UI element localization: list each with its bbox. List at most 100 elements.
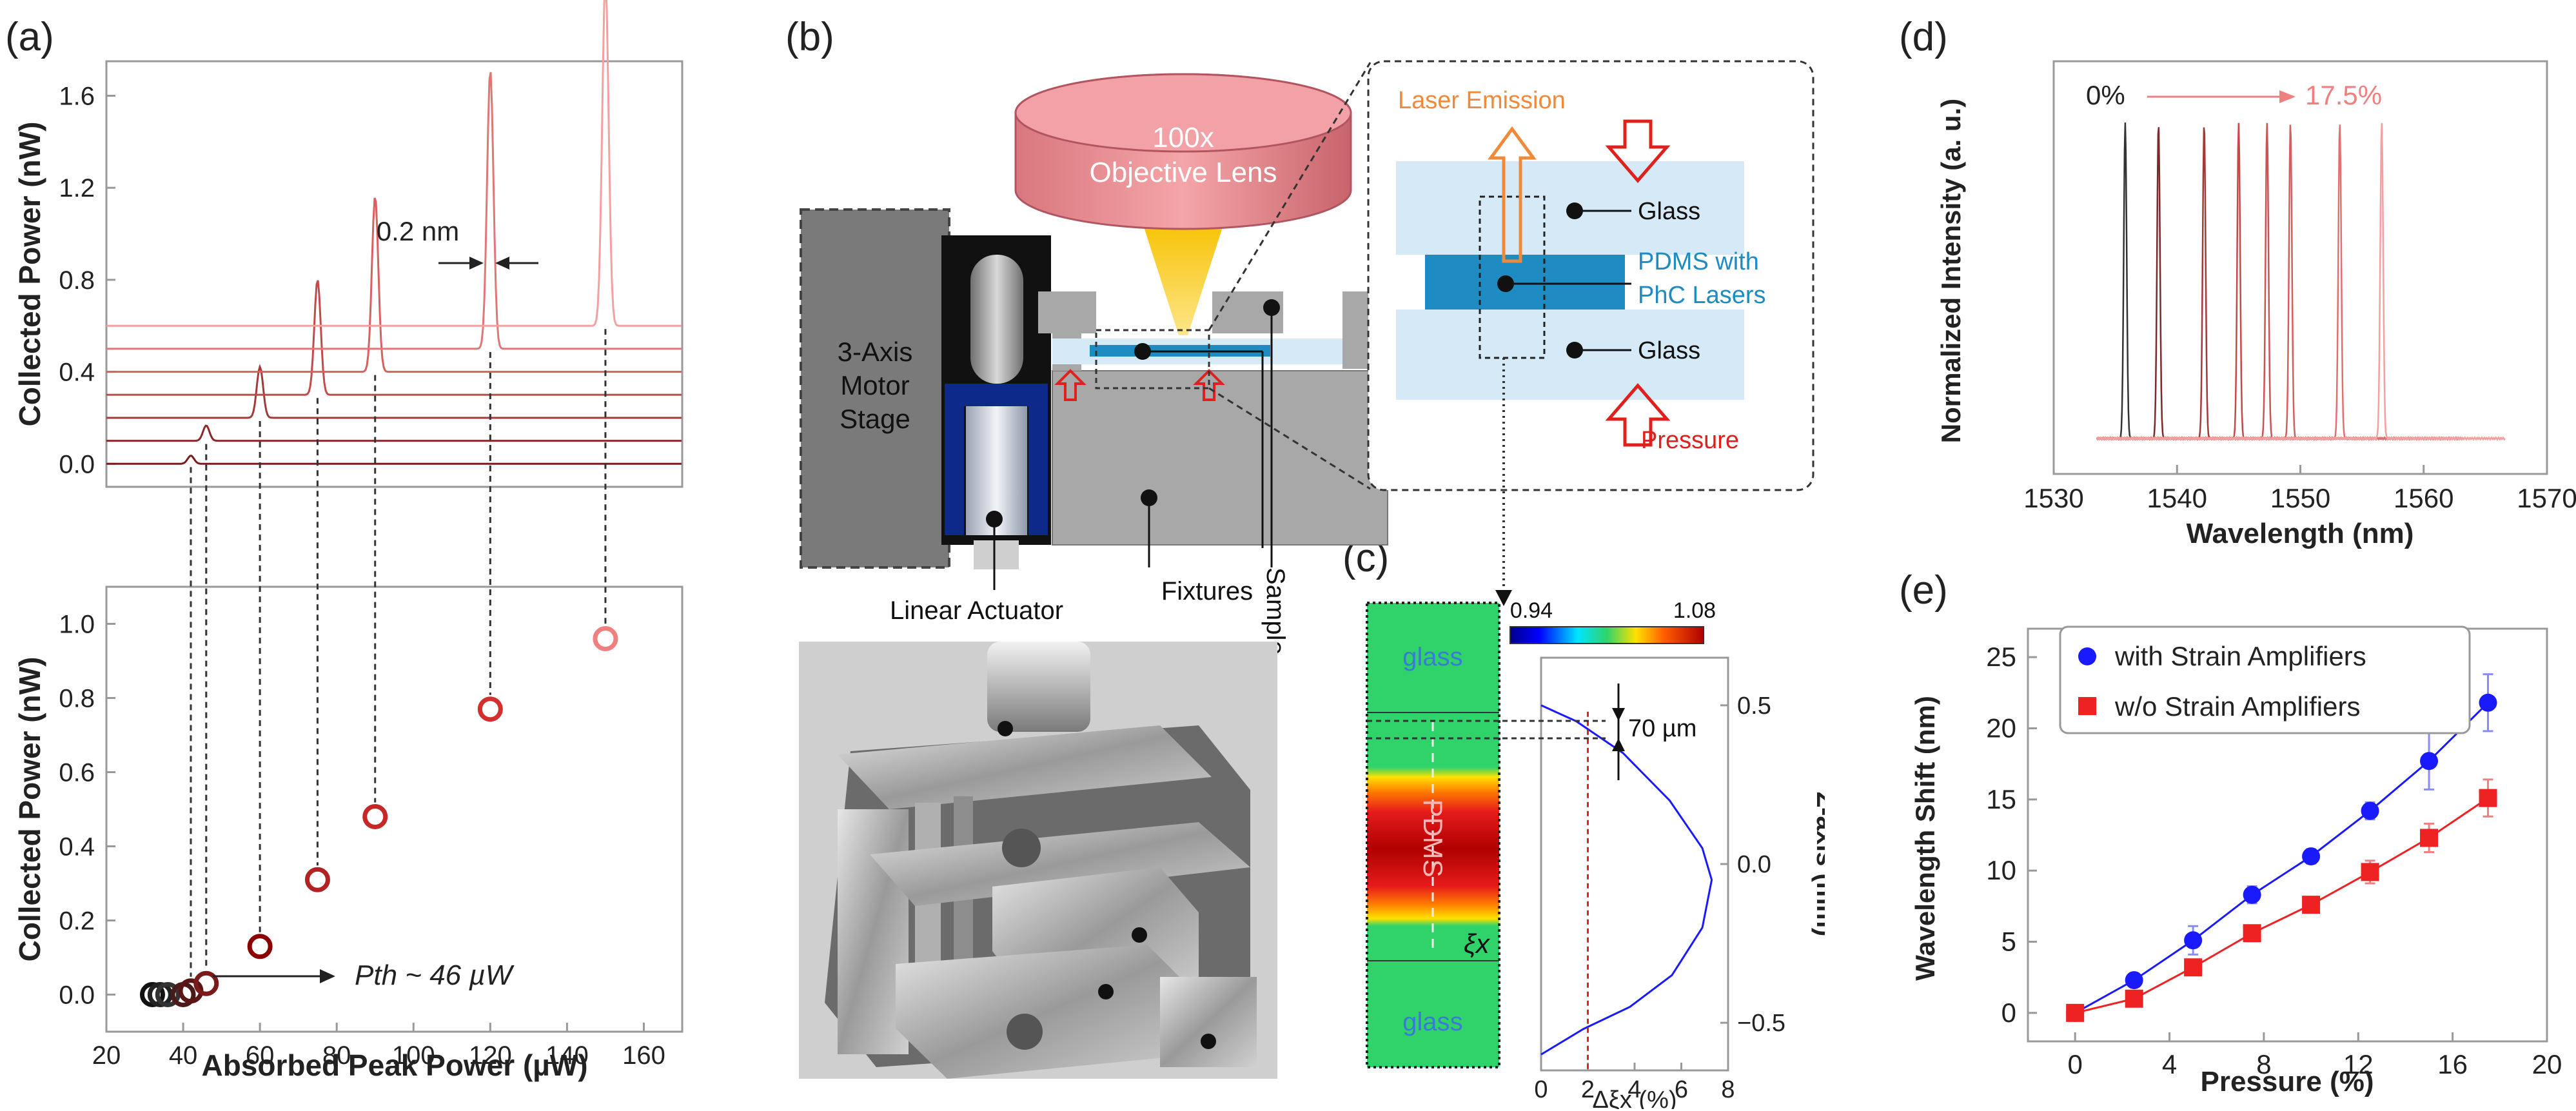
x-axis-label: Absorbed Peak Power (µW) [201,1048,587,1082]
plot-frame [105,585,683,1033]
y-tick-label: 0.8 [59,266,95,295]
x-tick-label: 1560 [2394,483,2453,513]
spectrum-line [106,197,682,373]
motor-label-3: Stage [840,404,910,434]
series-line [2074,797,2489,1014]
spectra [106,0,682,465]
x-tick-label: 160 [622,1041,665,1070]
data-point [2302,847,2321,866]
x-axis-label: Wavelength (nm) [2187,518,2414,549]
shift-arrowhead [2279,90,2296,103]
strain-map-frame [1366,602,1500,1068]
data-point [2479,693,2497,712]
data-point [2066,1003,2085,1022]
spectrum-line [106,455,682,465]
spectrum-line [2096,123,2391,440]
y-tick-label: 10 [1986,855,2016,885]
light-cone [1141,219,1225,335]
y-tick-label: 20 [1986,713,2016,743]
x-tick-label: 8 [2256,1049,2271,1079]
y-tick-label: 0.5 [1737,693,1771,720]
y-axis-label: Collected Power (nW) [13,657,46,962]
data-point [2243,885,2261,904]
fixtures-label: Fixtures [1161,577,1253,605]
x-tick-label: 6 [1675,1076,1688,1103]
data-point [362,804,388,829]
data-point [593,626,618,651]
fixture-body [1052,370,1388,546]
panel-label-a: (a) [5,15,54,59]
zoom-to-c-arrowhead [1495,590,1512,606]
photo-front-block [896,945,1199,1079]
y-tick-label: 0.0 [59,981,95,1010]
spectrum-line [2096,123,2363,440]
glass-top-label: Glass [1638,198,1700,225]
data-point [2184,958,2203,977]
data-point [2184,931,2203,950]
spectrum-line [106,0,682,327]
strain-map-glass-bottom [1367,961,1499,1067]
chart-a-top: 0.00.40.81.21.6 Collected Power (nW) 0.2… [13,0,683,488]
spectra [2096,122,2506,442]
actuator-blue-top [945,384,1048,406]
x-tick-label: 4 [1627,1076,1641,1103]
data-points [139,626,618,1007]
glass-bottom-label: glass [1402,1008,1462,1036]
data-point [247,934,273,959]
thickness-arrowhead-top [1612,708,1625,721]
data-point [304,867,330,892]
pressure-label: Pressure [1641,427,1739,454]
x-tick-label: 20 [92,1041,121,1070]
spectrum-line [2096,123,2506,442]
x-axis-label: Pressure (%) [2200,1066,2374,1097]
zoom-line-top [1208,62,1372,331]
x-tick-label: 2 [1581,1076,1595,1103]
panel-label-e: (e) [1899,568,1948,613]
zoom-line-bottom [1208,387,1371,490]
x-tick-label: 0 [1534,1076,1548,1103]
y-axis-label: Z-axis (mm) [1811,792,1825,937]
zoom-pdms [1425,255,1625,310]
y-tick-label: 0.4 [59,359,95,387]
colorbar [1509,626,1704,644]
cbar-min: 0.94 [1510,598,1553,623]
thickness-arrowhead-bottom [1612,738,1625,751]
peak-connectors [190,329,607,977]
photo-mid-plate [870,822,1250,906]
panel-label-d: (d) [1899,15,1948,59]
spectrum-line [106,364,682,419]
motor-label-2: Motor [840,370,909,400]
threshold-label: Pth ~ 46 µW [355,959,515,991]
y-tick-label: 0 [2001,998,2016,1028]
arrowhead-right [495,257,509,270]
photo-dot-cube [1201,1034,1216,1049]
data-point [2302,896,2321,914]
legend: with Strain Amplifiers w/o Strain Amplif… [2059,625,2471,734]
data-point [2125,971,2143,990]
legend-label-without: w/o Strain Amplifiers [2114,691,2360,722]
setup-schematic: 3-Axis Motor Stage 100x Objective Lens [800,60,1814,993]
laser-emission-arrow [1488,126,1537,263]
x-tick-label: 4 [2162,1049,2177,1079]
zoom-gap-right [1625,255,1744,310]
data-point [147,982,173,1007]
objective-label-1: 100x [1152,122,1214,153]
y-tick-label: 0.0 [59,450,95,478]
spectrum-line [106,280,682,396]
legend-marker-with [2078,647,2096,665]
data-point [2361,863,2379,881]
y-axis-label: Wavelength Shift (nm) [1910,696,1940,981]
y-tick-label: 1.2 [59,174,95,202]
y-tick-label: 0.2 [59,907,95,936]
data-point [477,696,503,722]
cbar-max: 1.08 [1673,598,1716,623]
x-tick-label: 0 [2068,1049,2083,1079]
spectrum-line [2096,124,2464,441]
pressure-arrow-left [1054,369,1086,401]
strain-profile-curve [1540,704,1713,1056]
